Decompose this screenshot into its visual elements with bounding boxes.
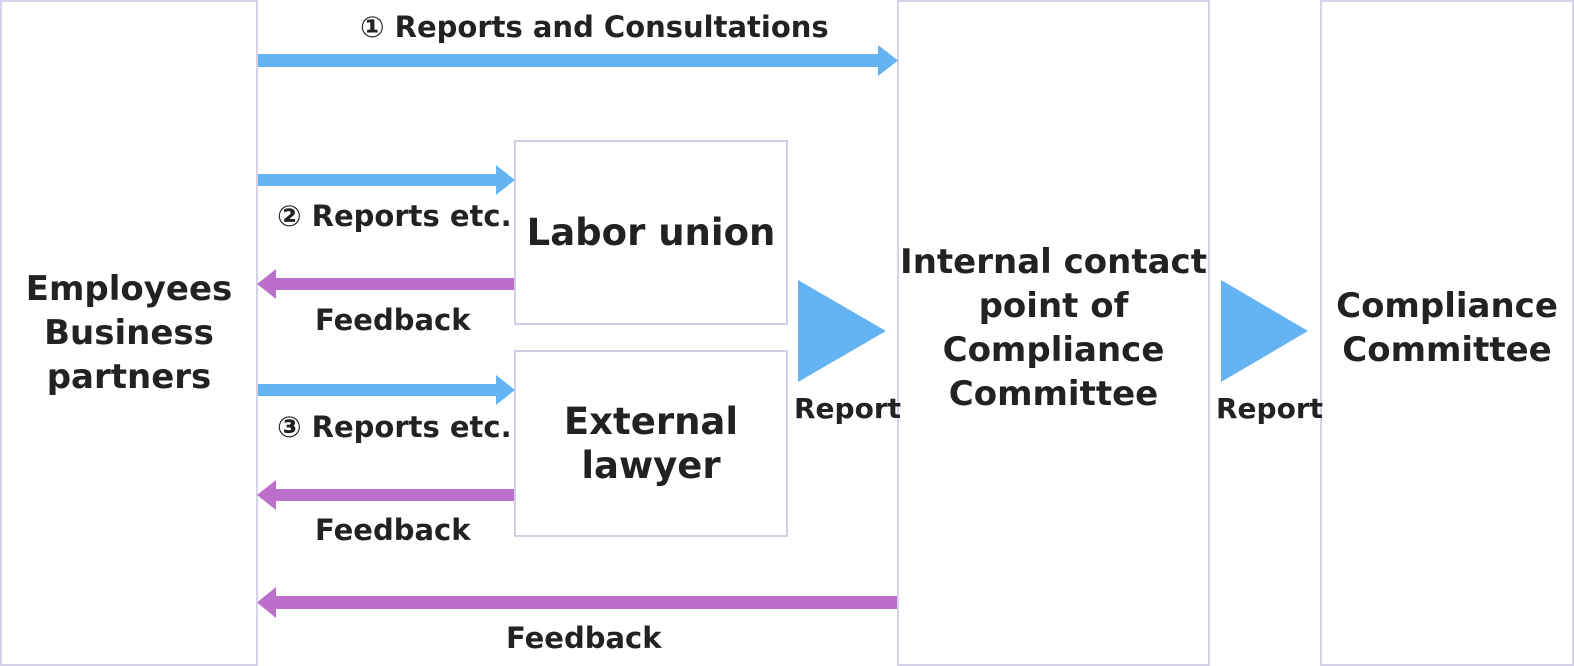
arrow-feedback-lawyer: [257, 480, 514, 510]
triangle-report-internal: [798, 280, 886, 382]
arrow-reports-lawyer: [258, 375, 515, 405]
label-feedback-union: Feedback: [315, 303, 471, 337]
labor-union-label: Labor union: [526, 210, 776, 254]
employees-box: Employees Business partners: [0, 0, 258, 666]
arrow-reports-union: [258, 165, 515, 195]
triangle-report-committee: [1221, 280, 1308, 382]
employees-label: Employees Business partners: [25, 269, 233, 397]
arrow-feedback-internal: [257, 587, 897, 618]
arrow-feedback-union: [257, 269, 514, 299]
internal-contact-box: Internal contact point of Compliance Com…: [897, 0, 1210, 666]
external-lawyer-label: External lawyer: [563, 399, 739, 487]
label-report-internal: Report: [794, 392, 902, 425]
compliance-committee-box: Compliance Committee: [1320, 0, 1574, 666]
compliance-committee-label: Compliance Committee: [1336, 286, 1558, 370]
internal-contact-label: Internal contact point of Compliance Com…: [900, 242, 1207, 414]
label-reports-lawyer: ③ Reports etc.: [277, 410, 512, 444]
label-report-committee: Report: [1216, 392, 1324, 425]
labor-union-box: Labor union: [514, 140, 788, 325]
label-reports-consultations: ① Reports and Consultations: [360, 10, 829, 44]
arrow-reports-consultations: [258, 45, 898, 76]
label-feedback-internal: Feedback: [506, 621, 662, 655]
label-reports-union: ② Reports etc.: [277, 199, 512, 233]
external-lawyer-box: External lawyer: [514, 350, 788, 537]
label-feedback-lawyer: Feedback: [315, 513, 471, 547]
